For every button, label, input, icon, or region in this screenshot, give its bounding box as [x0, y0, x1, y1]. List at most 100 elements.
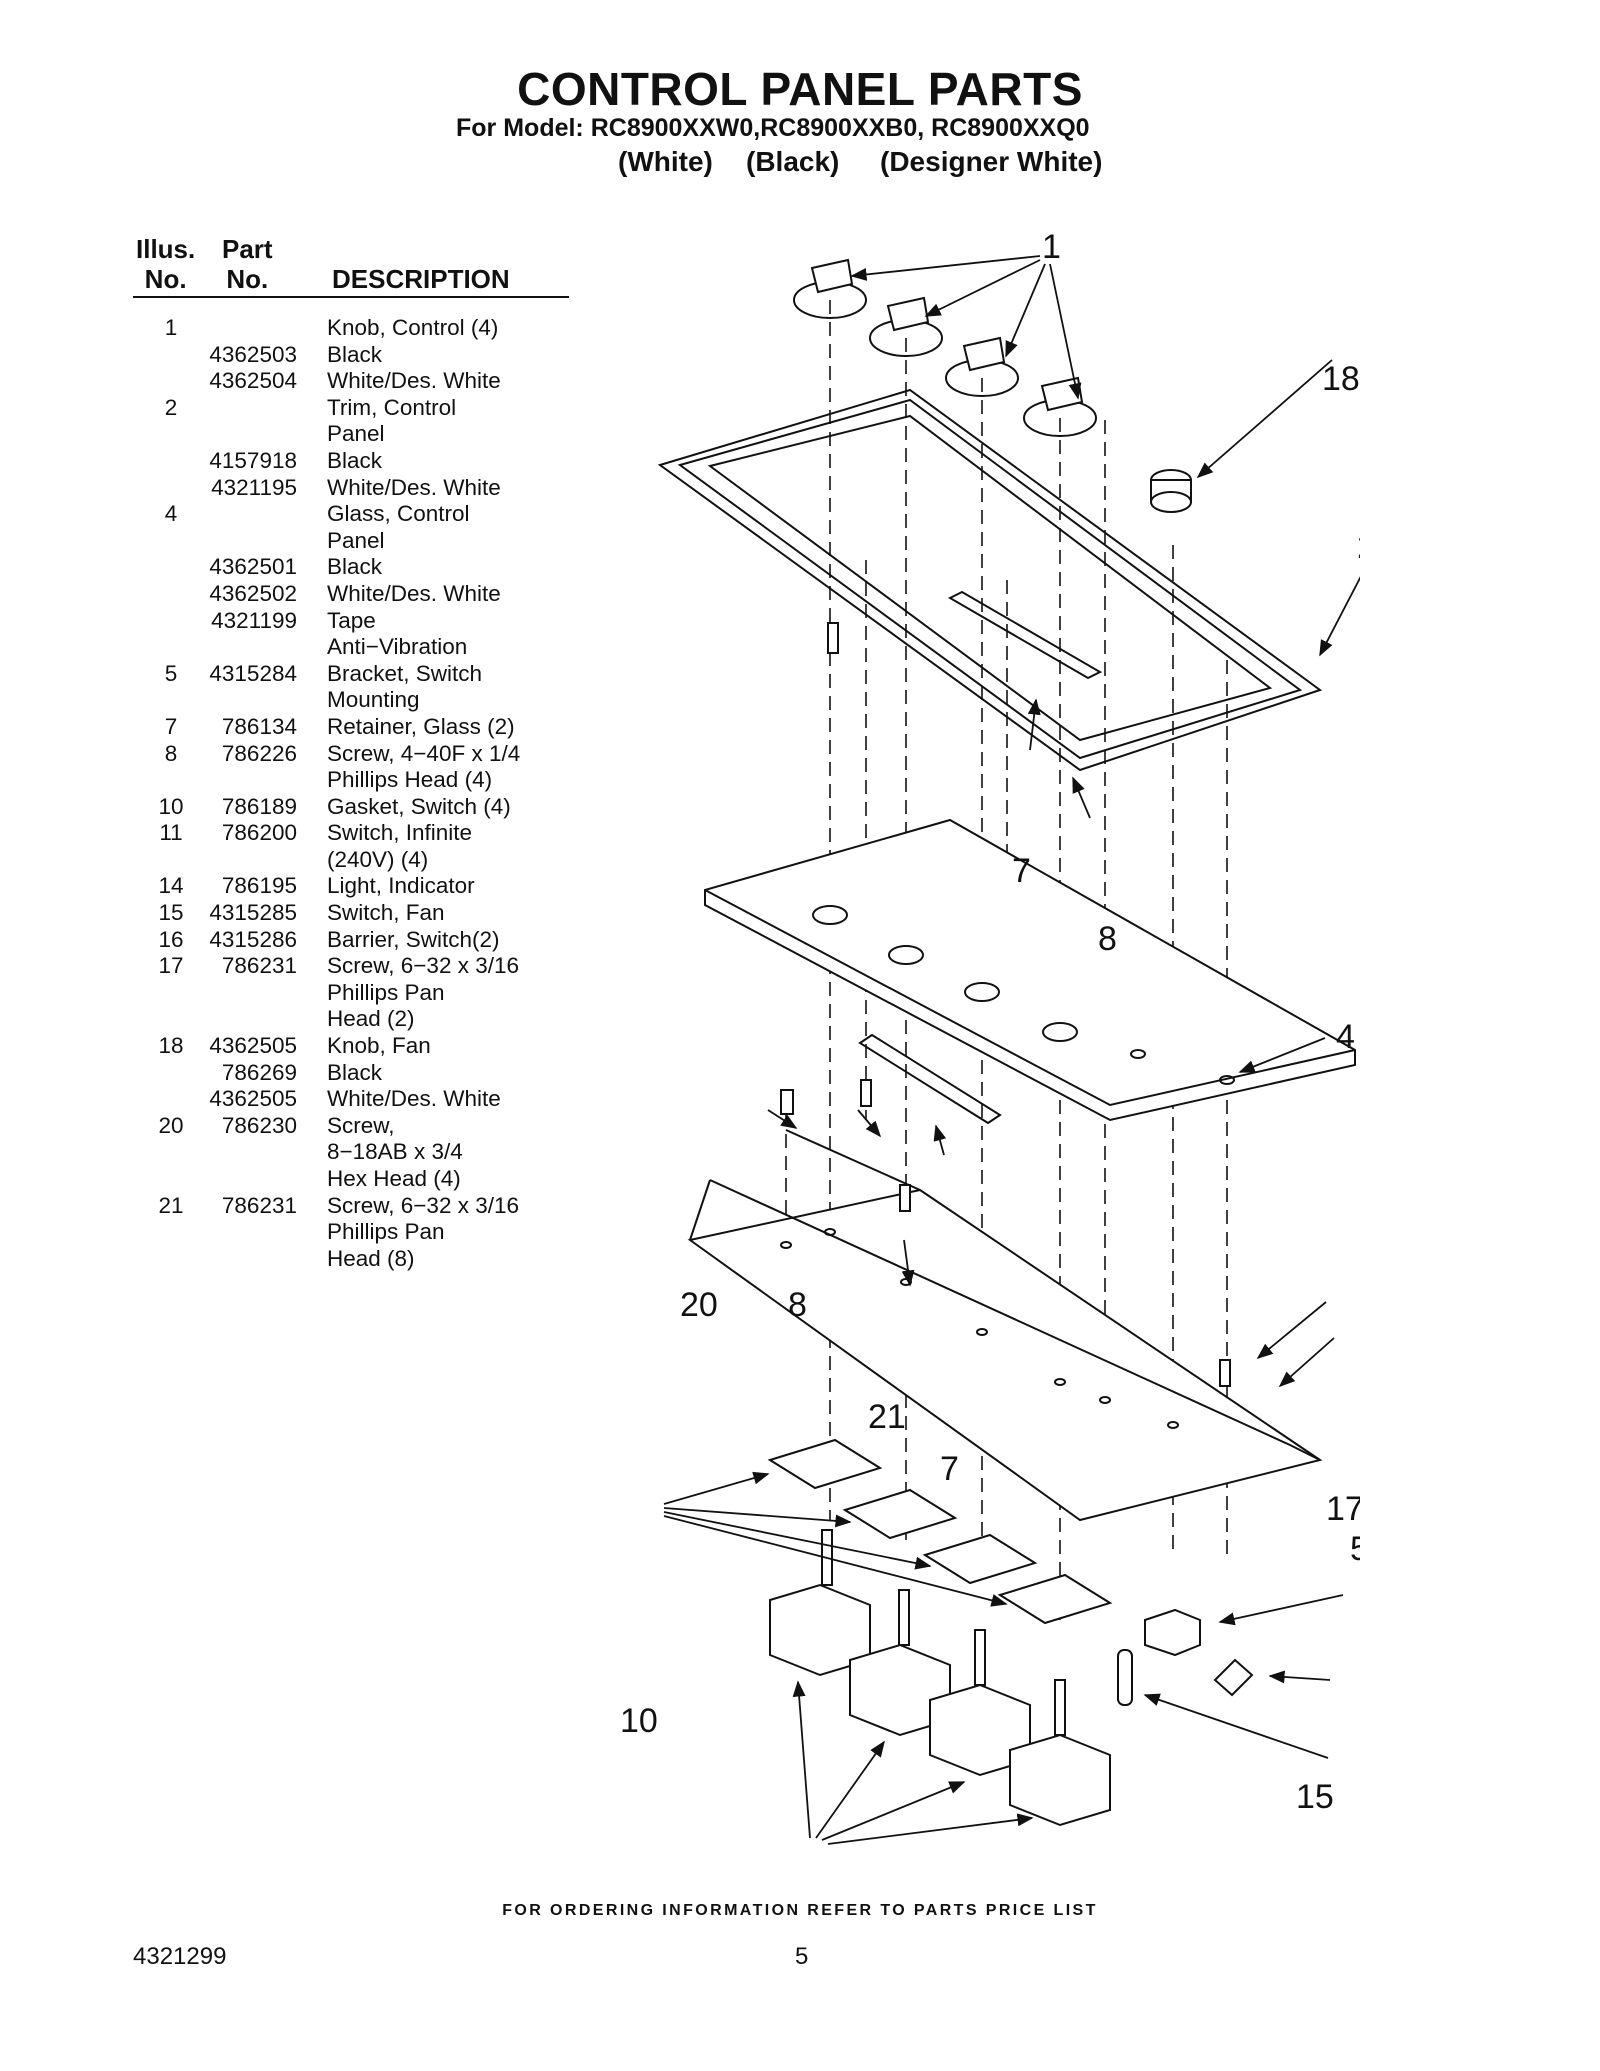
part-description: Retainer, Glass (2) — [327, 713, 515, 739]
illus-number — [133, 980, 209, 1007]
illus-number — [133, 1060, 209, 1087]
part-description: Phillips Pan — [327, 1219, 445, 1245]
callout-2: 2 — [1357, 528, 1360, 566]
callout-20: 20 — [680, 1286, 718, 1324]
part-description: Switch, Fan — [327, 900, 445, 926]
indicator-light — [1117, 1649, 1133, 1706]
part-description: Knob, Control (4) — [327, 315, 499, 340]
screw-17 — [1219, 1359, 1231, 1387]
infinite-switch-4 — [1009, 1679, 1111, 1827]
part-number — [209, 1219, 327, 1246]
part-description: Trim, Control — [327, 394, 457, 420]
illus-number — [133, 342, 209, 369]
document-number: 4321299 — [133, 1943, 227, 1970]
illus-number — [133, 421, 209, 448]
part-number: 4321199 — [211, 607, 297, 633]
table-row: 8−18AB x 3/4 — [133, 1139, 603, 1166]
callout-7-lower: 7 — [940, 1450, 959, 1488]
part-number — [209, 767, 327, 794]
part-description: Screw, 4−40F x 1/4 — [327, 740, 521, 766]
page-number: 5 — [795, 1943, 809, 1970]
part-description: Gasket, Switch (4) — [327, 793, 511, 819]
glass-retainer-upper — [947, 590, 1103, 680]
part-description: 8−18AB x 3/4 — [327, 1139, 463, 1165]
part-number: 786226 — [221, 740, 297, 766]
illus-number: 14 — [158, 873, 184, 899]
column-header-illus-line1: Illus. — [136, 234, 196, 264]
illus-number — [133, 1219, 209, 1246]
part-description: Mounting — [327, 687, 420, 713]
part-number: 4362502 — [209, 580, 297, 606]
part-number: 4362504 — [209, 368, 297, 394]
column-header-illus-line2: No. — [144, 264, 187, 294]
illus-number: 7 — [164, 713, 178, 739]
illus-number: 2 — [164, 394, 178, 420]
control-knob-3 — [945, 336, 1019, 397]
part-number — [209, 315, 327, 342]
part-number — [209, 1246, 327, 1273]
part-number: 4362501 — [209, 554, 297, 580]
column-header-description: DESCRIPTION — [332, 264, 510, 294]
switch-mounting-bracket — [687, 1129, 1323, 1522]
control-knob-2 — [869, 296, 943, 357]
part-number: 4315286 — [209, 926, 297, 952]
callout-7-upper: 7 — [1012, 852, 1031, 890]
illus-number — [133, 847, 209, 874]
control-knob-1 — [793, 258, 867, 319]
illus-number — [133, 1166, 209, 1193]
part-description: Knob, Fan — [327, 1033, 431, 1059]
part-description: Head (2) — [327, 1006, 415, 1032]
column-header-part: Part No. — [222, 234, 273, 294]
illus-number — [133, 767, 209, 794]
callout-8-lower: 8 — [788, 1286, 807, 1324]
screw-8-lower — [860, 1079, 872, 1107]
part-number: 4362505 — [209, 1033, 297, 1059]
table-row: (240V) (4) — [133, 847, 603, 874]
part-number: 786195 — [221, 873, 297, 899]
callout-15: 15 — [1296, 1778, 1334, 1816]
model-line: For Model: RC8900XXW0,RC8900XXB0, RC8900… — [456, 114, 1090, 142]
illus-number — [133, 528, 209, 555]
part-number: 786134 — [221, 713, 297, 739]
part-number — [209, 501, 327, 528]
switch-gasket-2 — [842, 1488, 958, 1540]
illus-number — [133, 1086, 209, 1113]
callout-4: 4 — [1336, 1018, 1355, 1056]
fan-knob — [1150, 469, 1192, 513]
part-description: Glass, Control — [327, 501, 470, 527]
part-number: 4315285 — [209, 900, 297, 926]
switch-gasket-3 — [922, 1533, 1038, 1585]
part-description: Black — [327, 341, 383, 367]
part-number: 4157918 — [209, 447, 297, 473]
part-number: 786231 — [221, 1192, 297, 1218]
switch-gasket-1 — [767, 1438, 883, 1490]
table-row: Head (2) — [133, 1006, 603, 1033]
part-number: 4362505 — [209, 1086, 297, 1112]
callout-18: 18 — [1322, 360, 1360, 398]
screw-20 — [780, 1089, 794, 1115]
part-number: 4362503 — [209, 341, 297, 367]
illus-number — [133, 581, 209, 608]
part-description: White/Des. White — [327, 368, 501, 394]
illus-number — [133, 554, 209, 581]
part-description: (240V) (4) — [327, 846, 429, 872]
table-row: 7 786134 Retainer, Glass (2) — [133, 714, 603, 741]
part-number — [209, 847, 327, 874]
part-description: Barrier, Switch(2) — [327, 926, 500, 952]
part-number: 786200 — [221, 820, 297, 846]
illus-number: 20 — [158, 1112, 184, 1138]
part-number — [209, 634, 327, 661]
table-row: Phillips Pan — [133, 980, 603, 1007]
